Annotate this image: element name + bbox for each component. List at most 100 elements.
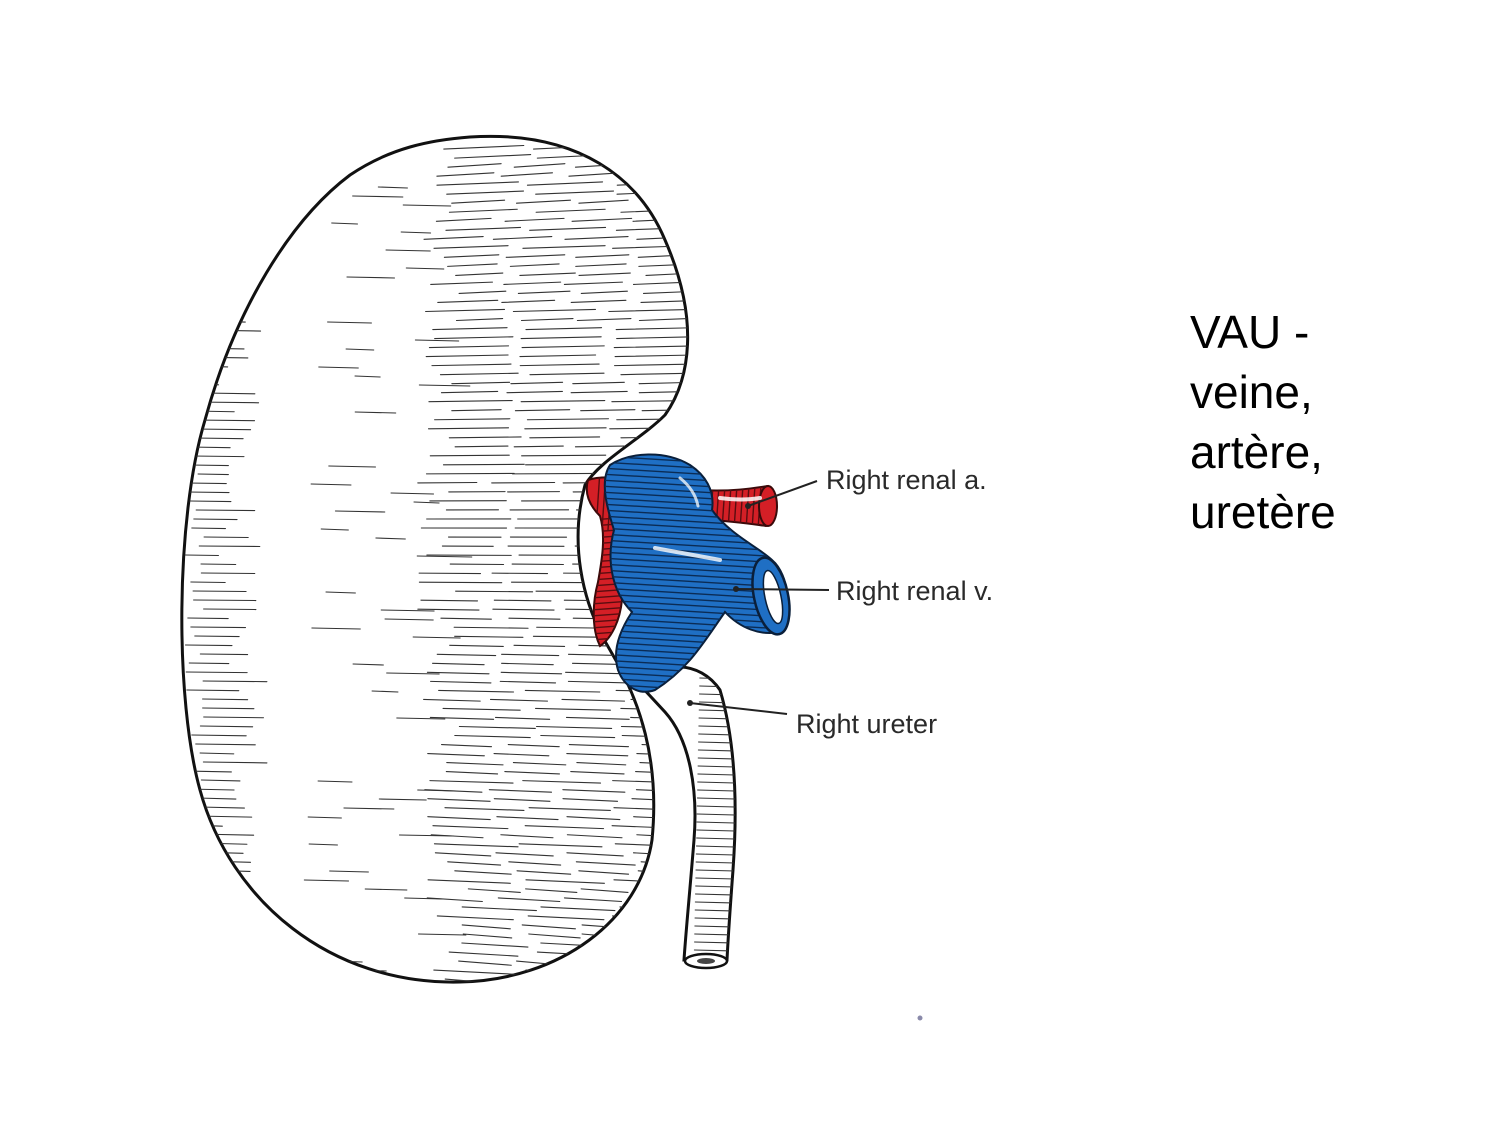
hatch-stroke <box>458 290 507 294</box>
hatch-stroke <box>493 798 551 802</box>
hatch-stroke <box>640 299 688 304</box>
hatch-stroke <box>427 879 511 884</box>
hatch-stroke <box>575 861 636 866</box>
hatch-stroke <box>402 204 452 207</box>
hatch-stroke <box>508 617 561 620</box>
hatch-stroke <box>199 752 235 755</box>
hatch-stroke <box>345 348 375 351</box>
hatch-stroke <box>185 671 248 674</box>
hatch-stroke <box>438 689 515 693</box>
hatch-stroke <box>199 725 254 728</box>
hatch-stroke <box>448 436 522 439</box>
side-note-line-2: veine, <box>1190 366 1313 418</box>
hatch-stroke <box>420 599 479 602</box>
ureter-hatch-stroke <box>696 829 736 832</box>
hatch-stroke <box>522 780 602 784</box>
hatch-stroke <box>521 924 576 930</box>
renal-vein-lumen <box>762 569 784 625</box>
hatch-stroke <box>203 716 265 719</box>
hatch-stroke <box>203 941 265 945</box>
hatch-stroke <box>620 372 688 376</box>
hatch-stroke <box>328 465 377 468</box>
hatch-stroke <box>540 906 616 912</box>
hatch-stroke <box>575 254 630 258</box>
hatch-stroke <box>454 154 532 159</box>
renal-vein <box>603 453 791 693</box>
ureter-hatch-stroke <box>697 757 736 760</box>
hatch-stroke <box>492 608 555 611</box>
hatch-stroke <box>613 363 688 367</box>
hatch-stroke <box>535 190 615 195</box>
hatch-stroke <box>430 834 484 839</box>
hatch-stroke <box>386 672 440 675</box>
hatch-stroke <box>430 680 492 684</box>
hatch-stroke <box>195 509 256 512</box>
ureter-hatch-stroke <box>696 805 736 808</box>
hatch-stroke <box>194 635 240 638</box>
hatch-stroke <box>526 418 610 421</box>
hatch-stroke <box>196 185 242 189</box>
hatch-stroke <box>494 716 551 720</box>
hatch-stroke <box>434 852 492 857</box>
hatch-stroke <box>194 149 245 153</box>
ureter-hatch-stroke <box>698 733 736 736</box>
hatch-stroke <box>192 311 232 314</box>
hatch-stroke <box>198 266 246 269</box>
hatch-stroke <box>519 363 600 367</box>
hatch-stroke <box>521 345 605 349</box>
renal-vein-highlight <box>653 546 722 562</box>
hatch-stroke <box>616 336 688 340</box>
hatch-stroke <box>500 172 553 177</box>
hatch-stroke <box>454 734 531 739</box>
hatch-stroke <box>202 680 268 683</box>
hatch-stroke <box>632 281 688 285</box>
hatch-stroke <box>643 163 688 168</box>
hatch-stroke <box>447 861 502 866</box>
hatch-stroke <box>522 245 606 249</box>
hatch-stroke <box>527 915 605 921</box>
hatch-stroke <box>524 427 607 430</box>
hatch-stroke <box>429 716 495 720</box>
hatch-stroke <box>510 381 564 385</box>
hatch-stroke <box>186 221 246 225</box>
hatch-stroke <box>575 263 627 267</box>
hatch-stroke <box>443 254 500 258</box>
hatch-stroke <box>640 861 688 866</box>
ureter-hatch-stroke <box>696 813 736 816</box>
hatch-stroke <box>515 199 572 204</box>
hatch-stroke <box>570 299 627 304</box>
hatch-stroke <box>354 411 397 414</box>
hatch-stroke <box>343 807 395 810</box>
hatch-stroke <box>621 942 688 948</box>
hatch-stroke <box>503 281 562 285</box>
hatch-stroke <box>429 780 514 784</box>
ureter-hatch-stroke <box>697 749 736 752</box>
hatch-stroke <box>430 281 494 285</box>
hatch-stroke <box>493 599 552 602</box>
hatch-stroke <box>396 717 446 720</box>
hatch-stroke <box>576 978 627 983</box>
hatch-stroke <box>454 445 509 448</box>
hatch-stroke <box>320 528 349 531</box>
hatch-stroke <box>193 518 238 521</box>
hatch-stroke <box>195 401 260 404</box>
hatch-stroke <box>186 689 240 692</box>
hatch-stroke <box>448 208 518 213</box>
hatch-stroke <box>442 463 525 466</box>
hatch-stroke <box>451 381 511 385</box>
hatch-stroke <box>384 618 434 621</box>
hatch-stroke <box>446 762 504 766</box>
ureter-hatch-stroke <box>695 845 736 848</box>
hatch-stroke <box>617 969 688 975</box>
ureter-lumen <box>697 958 715 964</box>
hatch-stroke <box>534 707 611 711</box>
hatch-stroke <box>199 248 243 252</box>
hatch-stroke <box>526 181 604 186</box>
hatch-stroke <box>400 231 432 234</box>
kidney-body <box>180 134 690 984</box>
hatch-stroke <box>582 960 633 966</box>
hatch-stroke <box>501 653 560 657</box>
vein-label: Right renal v. <box>836 576 993 606</box>
hatch-stroke <box>448 951 519 957</box>
hatch-stroke <box>467 888 521 893</box>
